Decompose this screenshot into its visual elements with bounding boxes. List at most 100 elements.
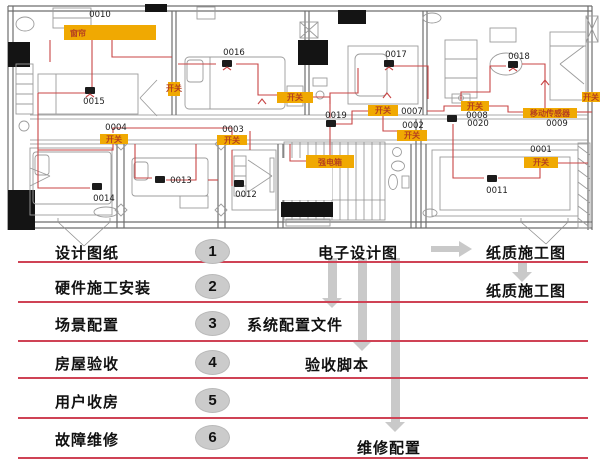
artifact-paper-construction-2: 纸质施工图	[486, 283, 567, 300]
svg-text:开关: 开关	[166, 83, 182, 93]
device-icon	[234, 180, 244, 187]
room1-furniture	[15, 7, 158, 132]
switch-tag: 开关	[368, 105, 398, 116]
switch-tag: 开关	[397, 130, 427, 141]
svg-text:0011: 0011	[486, 186, 508, 196]
device-icon	[487, 175, 497, 182]
switch-tag: 开关	[277, 92, 313, 103]
switch-tag: 开关	[524, 157, 558, 168]
outer-walls	[7, 5, 593, 230]
arrow-down-short-head	[512, 272, 532, 282]
step-label-scene-config: 场景配置	[55, 317, 120, 334]
step-label-user-movein: 用户收房	[55, 394, 120, 411]
svg-text:强电箱: 强电箱	[318, 157, 342, 167]
switch-tag: 开关	[100, 134, 128, 144]
artifact-system-config: 系统配置文件	[247, 317, 344, 334]
structural-columns	[8, 4, 366, 230]
svg-text:0010: 0010	[89, 10, 111, 20]
artifact-paper-construction-1: 纸质施工图	[486, 245, 567, 262]
separator-line-5	[18, 417, 588, 419]
device-icon	[326, 120, 336, 127]
artifact-maintenance-config: 维修配置	[357, 440, 422, 457]
wiring	[37, 40, 592, 189]
svg-text:开关: 开关	[467, 101, 483, 111]
arrow-right-head	[459, 241, 472, 257]
separator-line-4	[18, 377, 588, 379]
room2-furniture	[184, 6, 304, 110]
flow-bar-3-head	[385, 422, 405, 432]
artifact-acceptance-script: 验收脚本	[305, 357, 370, 374]
step-number-4: 4	[195, 350, 230, 375]
svg-text:0014: 0014	[93, 194, 115, 204]
svg-text:0009: 0009	[546, 119, 568, 129]
stairs	[281, 141, 386, 227]
svg-text:0012: 0012	[235, 190, 257, 200]
device-icon	[447, 115, 457, 122]
room3-furniture	[312, 45, 419, 105]
svg-text:0008: 0008	[466, 111, 488, 121]
svg-text:移动传感器: 移动传感器	[530, 108, 571, 118]
flow-bar-2	[358, 258, 367, 341]
room4-furniture	[422, 12, 587, 104]
device-icon	[92, 183, 102, 190]
svg-text:0020: 0020	[467, 119, 489, 129]
device-icon	[222, 60, 232, 71]
flow-bar-2-head	[352, 341, 372, 351]
switch-tag: 开关	[461, 101, 489, 111]
svg-text:0007: 0007	[401, 107, 423, 117]
highlight-tags: 窗帘 开关 开关 开关 开关 开关 开关 开关 移动传感器 开关 强电箱	[64, 25, 600, 168]
step-number-1: 1	[195, 239, 230, 264]
flow-bar-1	[328, 258, 337, 298]
svg-text:0002: 0002	[402, 121, 424, 131]
switch-tag: 开关	[217, 135, 247, 145]
artifact-electronic-design: 电子设计图	[318, 245, 399, 262]
room8-furniture	[422, 149, 579, 218]
step-label-house-acceptance: 房屋验收	[55, 356, 120, 373]
svg-text:开关: 开关	[375, 105, 391, 115]
device-labels: 0010 0016 0017 0018 0015 0004 0003 0019 …	[83, 10, 568, 204]
svg-text:0015: 0015	[83, 97, 105, 107]
window-hatch	[299, 15, 599, 229]
step-number-6: 6	[195, 425, 230, 450]
room5-furniture	[29, 147, 119, 218]
separator-line-6	[18, 457, 588, 459]
svg-text:0019: 0019	[325, 111, 347, 121]
device-icon	[384, 60, 394, 71]
svg-text:开关: 开关	[583, 92, 599, 102]
device-icon	[85, 87, 95, 98]
step-number-5: 5	[195, 388, 230, 413]
separator-line-1	[18, 261, 588, 263]
floor-plan: 窗帘 开关 开关 开关 开关 开关 开关 开关 移动传感器 开关 强电箱	[7, 4, 600, 247]
svg-text:0013: 0013	[170, 176, 192, 186]
arrow-down-short-shaft	[518, 261, 527, 272]
device-icons	[85, 60, 518, 190]
step-label-design: 设计图纸	[55, 245, 120, 262]
separator-line-2	[18, 301, 588, 303]
power-box-tag: 强电箱	[306, 155, 354, 168]
svg-text:开关: 开关	[404, 130, 420, 140]
svg-text:开关: 开关	[287, 92, 303, 102]
svg-text:0016: 0016	[223, 48, 245, 58]
switch-tag: 开关	[166, 82, 182, 96]
svg-text:0017: 0017	[385, 50, 407, 60]
switch-tag: 开关	[582, 92, 600, 102]
flow-bar-1-head	[322, 298, 342, 308]
svg-text:0001: 0001	[530, 145, 552, 155]
step-number-2: 2	[195, 274, 230, 299]
room6-furniture	[131, 157, 209, 209]
corridor-walls	[30, 114, 588, 145]
svg-text:开关: 开关	[533, 157, 549, 167]
bathroom-fixtures	[388, 147, 410, 190]
device-icon	[508, 61, 518, 72]
motion-sensor-tag: 移动传感器	[523, 108, 577, 118]
svg-text:0003: 0003	[222, 125, 244, 135]
step-number-3: 3	[195, 311, 230, 336]
separator-line-3	[18, 340, 588, 342]
step-label-hardware-install: 硬件施工安装	[55, 280, 152, 297]
step-label-fault-repair: 故障维修	[55, 432, 120, 449]
room7-furniture	[231, 149, 277, 211]
svg-text:0018: 0018	[508, 52, 530, 62]
arrow-right-shaft	[431, 246, 459, 252]
device-icon	[155, 176, 165, 183]
